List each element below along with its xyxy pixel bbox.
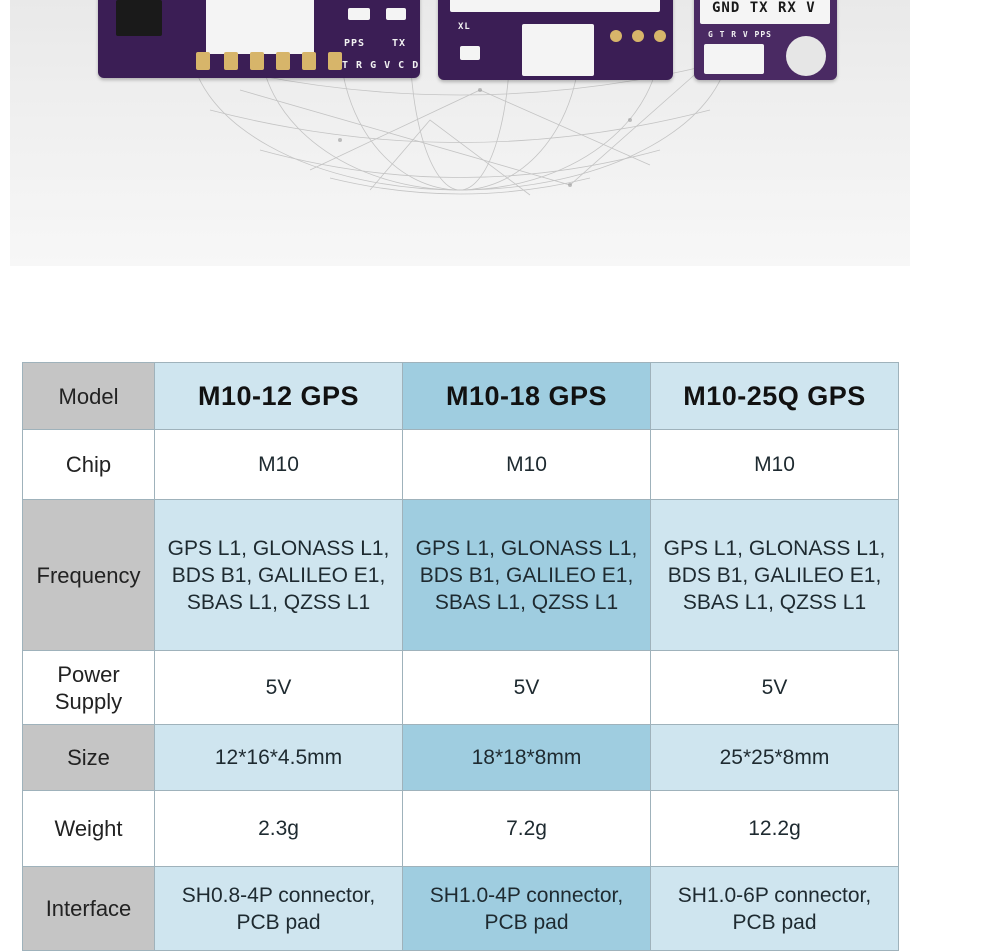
cell-power-m10-25q: 5V (650, 650, 899, 725)
cell-interface-m10-25q: SH1.0-6P connector, PCB pad (650, 866, 899, 951)
gps-module-m10-12-board: PPS TX T R G V C D (98, 0, 420, 78)
cell-power-m10-18: 5V (402, 650, 651, 725)
board-silk-sub: G T R V PPS (708, 30, 772, 39)
board-label-plate (700, 0, 830, 24)
cell-frequency-m10-12: GPS L1, GLONASS L1, BDS B1, GALILEO E1, … (154, 499, 403, 651)
cell-chip-m10-25q: M10 (650, 429, 899, 500)
table-row-size: Size 12*16*4.5mm 18*18*8mm 25*25*8mm (22, 724, 899, 791)
gps-module-m10-18-board: XL (438, 0, 673, 80)
cell-size-m10-25q: 25*25*8mm (650, 724, 899, 791)
row-label-power-supply: Power Supply (22, 650, 155, 725)
cell-interface-m10-18: SH1.0-4P connector, PCB pad (402, 866, 651, 951)
board-antenna-block (206, 0, 314, 54)
specification-table: Model M10-12 GPS M10-18 GPS M10-25Q GPS … (22, 362, 899, 951)
header-model-m10-25q: M10-25Q GPS (650, 362, 899, 430)
table-row-frequency: Frequency GPS L1, GLONASS L1, BDS B1, GA… (22, 499, 899, 651)
header-model-m10-18: M10-18 GPS (402, 362, 651, 430)
cell-weight-m10-25q: 12.2g (650, 790, 899, 867)
header-model-label: Model (22, 362, 155, 430)
board-silk-chip: XL (458, 22, 471, 32)
row-label-frequency: Frequency (22, 499, 155, 651)
product-banner: PPS TX T R G V C D XL GND TX RX V G T R … (10, 0, 910, 266)
board-pad (196, 52, 210, 70)
board-pad (610, 30, 622, 42)
cell-weight-m10-18: 7.2g (402, 790, 651, 867)
cell-chip-m10-12: M10 (154, 429, 403, 500)
cell-frequency-m10-18: GPS L1, GLONASS L1, BDS B1, GALILEO E1, … (402, 499, 651, 651)
board-pad (224, 52, 238, 70)
board-pad (276, 52, 290, 70)
board-chip (116, 0, 162, 36)
header-model-m10-12: M10-12 GPS (154, 362, 403, 430)
table-row-chip: Chip M10 M10 M10 (22, 429, 899, 500)
board-antenna-block (786, 36, 826, 76)
board-connector (522, 24, 594, 76)
board-pad (654, 30, 666, 42)
row-label-interface: Interface (22, 866, 155, 951)
board-component (460, 46, 480, 60)
table-row-power-supply: Power Supply 5V 5V 5V (22, 650, 899, 725)
table-header-row: Model M10-12 GPS M10-18 GPS M10-25Q GPS (22, 362, 899, 430)
board-silk-pps: PPS (344, 38, 366, 49)
board-pad (302, 52, 316, 70)
cell-weight-m10-12: 2.3g (154, 790, 403, 867)
cell-interface-m10-12: SH0.8-4P connector, PCB pad (154, 866, 403, 951)
cell-chip-m10-18: M10 (402, 429, 651, 500)
table-row-weight: Weight 2.3g 7.2g 12.2g (22, 790, 899, 867)
board-silk-pins: GND TX RX V (712, 0, 816, 16)
board-silk-tx: TX (392, 38, 407, 49)
cell-power-m10-12: 5V (154, 650, 403, 725)
board-pad (250, 52, 264, 70)
gps-module-m10-25q-board: GND TX RX V G T R V PPS (694, 0, 837, 80)
cell-size-m10-18: 18*18*8mm (402, 724, 651, 791)
board-antenna-block (450, 0, 660, 12)
board-component (348, 8, 370, 20)
board-silk-pins: T R G V C D (342, 60, 420, 71)
board-component (704, 44, 764, 74)
board-pad (328, 52, 342, 70)
board-component (386, 8, 406, 20)
board-pad (632, 30, 644, 42)
row-label-chip: Chip (22, 429, 155, 500)
row-label-size: Size (22, 724, 155, 791)
row-label-weight: Weight (22, 790, 155, 867)
cell-frequency-m10-25q: GPS L1, GLONASS L1, BDS B1, GALILEO E1, … (650, 499, 899, 651)
table-row-interface: Interface SH0.8-4P connector, PCB pad SH… (22, 866, 899, 951)
cell-size-m10-12: 12*16*4.5mm (154, 724, 403, 791)
